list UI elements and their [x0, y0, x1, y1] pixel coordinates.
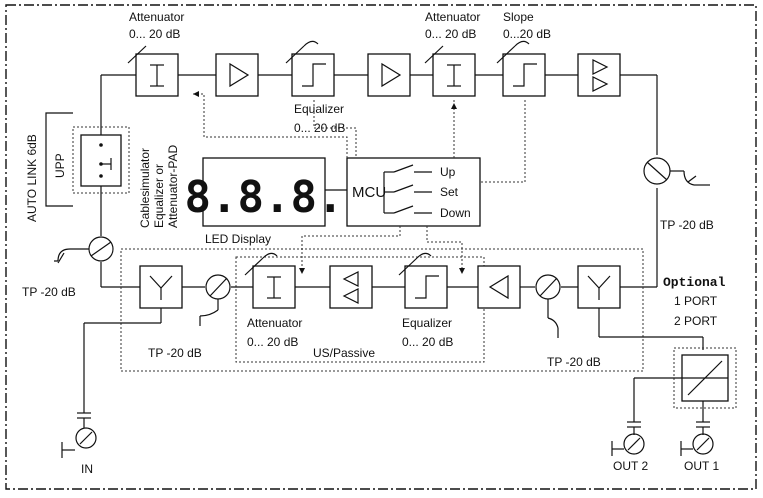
tp-right-label: TP -20 dB	[660, 218, 714, 232]
in-label: IN	[81, 462, 93, 476]
cablesim-line-3: Attenuator-PAD	[166, 145, 180, 228]
attenuator-top-1-range: 0... 20 dB	[129, 27, 180, 41]
slope-range: 0...20 dB	[503, 27, 551, 41]
slope-label: Slope	[503, 10, 534, 24]
top-signal-chain	[101, 40, 658, 288]
equalizer-bottom	[398, 252, 448, 309]
connector-out2	[611, 421, 645, 456]
connector-out1	[680, 421, 714, 456]
led-display-label: LED Display	[205, 232, 271, 246]
amplifier-bottom-2	[477, 265, 521, 309]
attenuator-top-2-range: 0... 20 dB	[425, 27, 476, 41]
upp-label: UPP	[53, 153, 67, 178]
equalizer-top-label: Equalizer	[294, 102, 344, 116]
attenuator-bottom	[244, 252, 296, 309]
attenuator-top-1-label: Attenuator	[129, 10, 184, 24]
led-display: 8.8.8.	[185, 157, 344, 227]
splitter-right	[577, 265, 621, 309]
attenuator-top-2	[424, 45, 476, 97]
bottom-signal-chain	[83, 248, 704, 413]
tp-bottom-left-label: TP -20 dB	[148, 346, 202, 360]
amplifier-top-2	[367, 53, 411, 97]
attenuator-bottom-range: 0... 20 dB	[247, 335, 298, 349]
tp-left-label: TP -20 dB	[22, 285, 76, 299]
control-lines	[193, 91, 526, 274]
test-point-left	[54, 236, 114, 264]
upp-section	[45, 75, 140, 288]
splitter-left	[139, 265, 183, 309]
tp-bottom-right-label: TP -20 dB	[547, 355, 601, 369]
test-point-bottom-left	[199, 274, 231, 326]
attenuator-top-2-label: Attenuator	[425, 10, 480, 24]
cablesim-line-1: Cablesimulator	[138, 148, 152, 228]
housing-frame	[5, 4, 757, 490]
amplifier-top-1	[215, 53, 259, 97]
equalizer-bottom-range: 0... 20 dB	[402, 335, 453, 349]
optional-label: Optional	[663, 275, 726, 290]
out1-label: OUT 1	[684, 459, 719, 473]
mcu-label: MCU	[352, 184, 386, 201]
attenuator-bottom-label: Attenuator	[247, 316, 302, 330]
port-1-label: 1 PORT	[674, 294, 718, 308]
test-point-bottom-right	[535, 274, 561, 338]
switch-up-label: Up	[440, 165, 456, 179]
amplifier-top-3	[577, 53, 621, 97]
optional-output-coupler	[633, 347, 737, 422]
out2-label: OUT 2	[613, 459, 648, 473]
amplifier-bottom-1	[329, 265, 373, 309]
equalizer-top-range: 0... 20 dB	[294, 121, 345, 135]
led-digits: 8.8.8.	[185, 172, 344, 223]
switch-down-label: Down	[440, 206, 471, 220]
equalizer-bottom-label: Equalizer	[402, 316, 452, 330]
slope-top	[496, 40, 546, 97]
connector-in	[61, 412, 97, 458]
switch-set-label: Set	[440, 185, 459, 199]
mcu-block	[346, 157, 481, 227]
port-2-label: 2 PORT	[674, 314, 718, 328]
us-passive-label: US/Passive	[313, 346, 375, 360]
test-point-right	[643, 157, 710, 186]
equalizer-top	[285, 40, 335, 97]
auto-link-label: AUTO LINK 6dB	[25, 134, 39, 222]
cablesim-line-2: Equalizer or	[152, 164, 166, 228]
attenuator-top-1	[127, 45, 179, 97]
